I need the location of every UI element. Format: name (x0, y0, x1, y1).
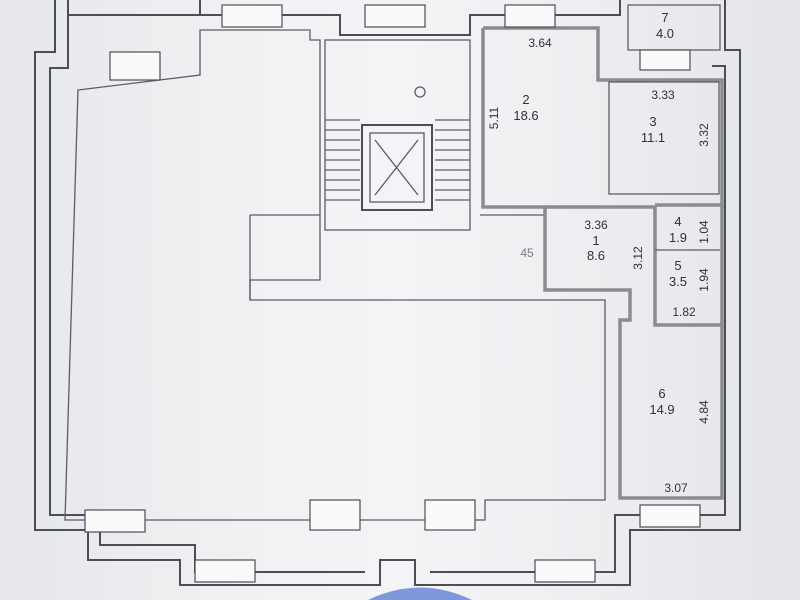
room-area: 8.6 (587, 248, 605, 263)
room-area: 4.0 (656, 26, 674, 41)
dimension-label: 3.33 (651, 88, 675, 102)
stair-treads-right (435, 119, 470, 201)
window (639, 504, 701, 528)
window (424, 499, 476, 531)
dimension-label: 3.32 (697, 123, 711, 147)
windows (84, 4, 701, 583)
window (194, 559, 256, 583)
top-wall (68, 0, 621, 36)
dimension-label: 3.07 (664, 481, 688, 495)
dimension-label: 45 (520, 246, 534, 260)
window (309, 499, 361, 531)
dimension-label: 1.94 (697, 268, 711, 292)
room-number: 3 (649, 114, 656, 129)
window (84, 509, 146, 533)
stair-core (249, 39, 545, 300)
elevator-marker-icon (414, 86, 426, 98)
apartment-outline (481, 26, 724, 500)
inner-wall-right-bottom (430, 65, 726, 573)
outer-wall-left (34, 0, 741, 586)
dimension-label: 1.04 (697, 220, 711, 244)
dimension-label: 3.12 (631, 246, 645, 270)
room-number: 2 (522, 92, 529, 107)
window (364, 4, 426, 28)
room-number: 5 (674, 258, 681, 273)
room-number: 1 (592, 233, 599, 248)
dimension-label: 1.82 (672, 305, 696, 319)
dimension-label: 4.84 (697, 400, 711, 424)
room-area: 3.5 (669, 274, 687, 289)
window (504, 4, 556, 28)
dimension-label: 3.36 (584, 218, 608, 232)
inner-wall-left (49, 0, 365, 573)
room-area: 11.1 (641, 130, 665, 145)
room-area: 14.9 (649, 402, 674, 417)
dimension-labels: 3.64 5.11 3.33 3.32 3.36 3.12 1.04 1.94 … (487, 36, 711, 495)
room-area: 1.9 (669, 230, 687, 245)
dimension-label: 5.11 (487, 106, 501, 129)
window (221, 4, 283, 28)
dimension-label: 3.64 (528, 36, 552, 50)
window (109, 51, 161, 81)
stamp-fragment (368, 587, 472, 600)
window (534, 559, 596, 583)
room-number: 7 (661, 10, 668, 25)
room-number: 6 (658, 386, 665, 401)
room-area: 18.6 (513, 108, 538, 123)
window (639, 49, 691, 71)
stair-treads-left (325, 119, 360, 201)
room-labels: 2 18.6 3 11.1 1 8.6 4 1.9 5 3.5 6 14.9 7… (513, 10, 687, 417)
room-number: 4 (674, 214, 681, 229)
